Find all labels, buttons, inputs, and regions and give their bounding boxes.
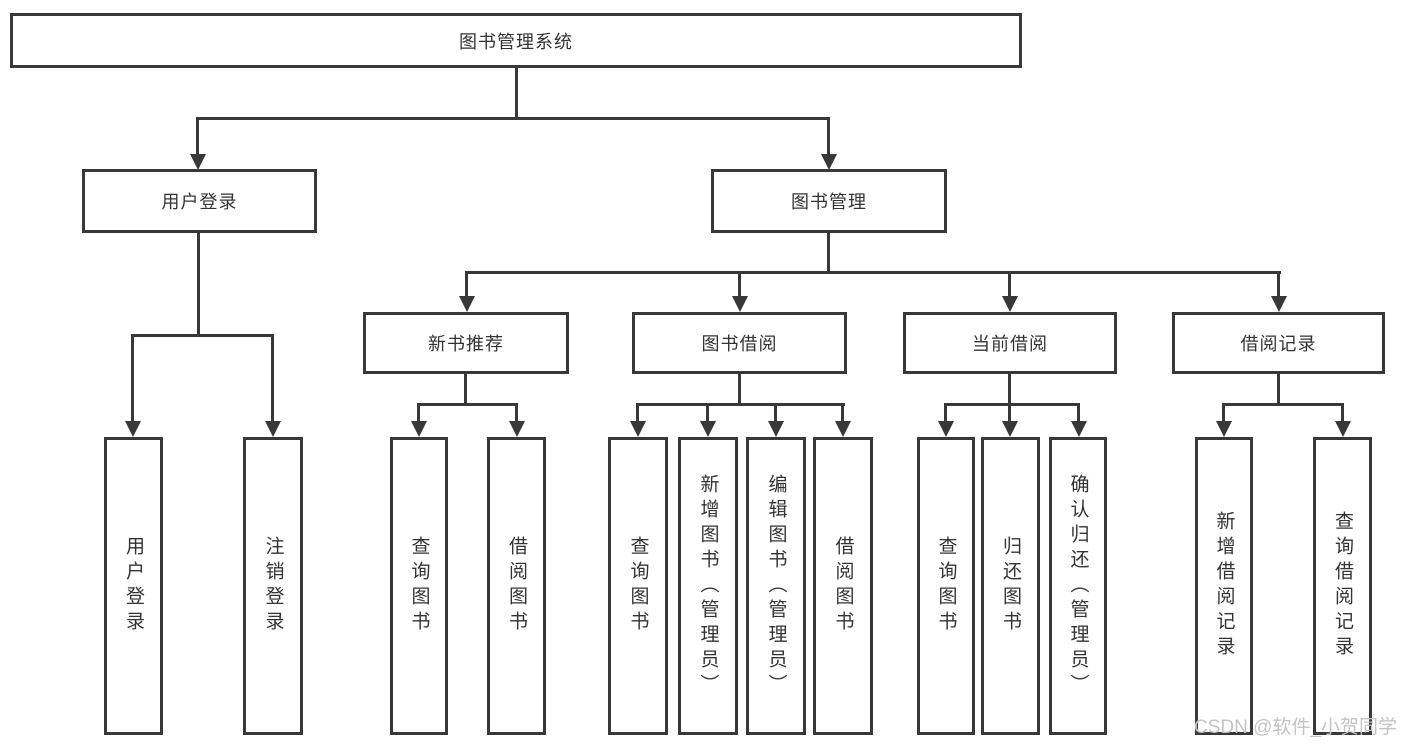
arrowhead-icon [1335, 421, 1351, 437]
leaf-cb-query-books-label: 查询图书 [935, 536, 957, 636]
connector-drop [196, 117, 199, 155]
leaf-cb-return-books: 归还图书 [981, 437, 1040, 735]
connector-rail [944, 403, 1080, 406]
connector-drop [1222, 403, 1225, 421]
connector-rail [636, 403, 845, 406]
arrowhead-icon [1002, 421, 1018, 437]
connector-drop [1008, 403, 1011, 421]
leaf-nbr-borrow-books: 借阅图书 [487, 437, 546, 735]
node-user-login: 用户登录 [82, 169, 317, 233]
arrowhead-icon [459, 296, 475, 312]
connector-rail [196, 117, 830, 120]
arrowhead-icon [125, 421, 141, 437]
connector-drop [738, 271, 741, 296]
leaf-bb-edit-books-admin-label: 编辑图书（管理员） [765, 473, 787, 699]
connector-drop [944, 403, 947, 421]
connector-drop [1277, 271, 1280, 296]
node-book-borrow-label: 图书借阅 [701, 334, 778, 354]
leaf-nbr-query-books-label: 查询图书 [408, 536, 430, 636]
leaf-bb-query-books-label: 查询图书 [627, 536, 649, 636]
leaf-bb-edit-books-admin: 编辑图书（管理员） [746, 437, 806, 735]
leaf-bb-query-books: 查询图书 [608, 437, 668, 735]
arrowhead-icon [732, 296, 748, 312]
leaf-br-add-record: 新增借阅记录 [1195, 437, 1253, 735]
csdn-watermark: CSDN @软件_小贺同学 [1194, 717, 1397, 738]
connector-stem [827, 233, 830, 273]
connector-drop [774, 403, 777, 421]
arrowhead-icon [768, 421, 784, 437]
leaf-logout: 注销登录 [243, 437, 303, 735]
node-current-borrow-label: 当前借阅 [972, 334, 1048, 354]
leaf-br-query-record-label: 查询借阅记录 [1332, 511, 1353, 661]
connector-drop [515, 403, 518, 421]
arrowhead-icon [1002, 296, 1018, 312]
arrowhead-icon [835, 421, 851, 437]
connector-drop [465, 271, 468, 296]
connector-drop [636, 403, 639, 421]
arrowhead-icon [1071, 421, 1087, 437]
connector-drop [841, 403, 844, 421]
connector-drop [131, 334, 134, 421]
connector-drop [271, 334, 274, 421]
connector-stem [738, 374, 741, 405]
leaf-bb-borrow-books-label: 借阅图书 [832, 536, 854, 636]
node-borrow-records: 借阅记录 [1172, 312, 1385, 374]
arrowhead-icon [1271, 296, 1287, 312]
leaf-cb-return-books-label: 归还图书 [1000, 536, 1021, 636]
connector-rail [465, 271, 1281, 274]
arrowhead-icon [630, 421, 646, 437]
leaf-nbr-query-books: 查询图书 [390, 437, 448, 735]
connector-drop [706, 403, 709, 421]
arrowhead-icon [265, 421, 281, 437]
leaf-br-query-record: 查询借阅记录 [1313, 437, 1372, 735]
connector-rail [1222, 403, 1344, 406]
arrowhead-icon [1216, 421, 1232, 437]
node-root: 图书管理系统 [10, 13, 1022, 68]
node-root-label: 图书管理系统 [459, 31, 573, 52]
node-current-borrow: 当前借阅 [903, 312, 1117, 374]
leaf-cb-query-books: 查询图书 [917, 437, 975, 735]
node-borrow-records-label: 借阅记录 [1240, 334, 1317, 354]
connector-rail [417, 403, 518, 406]
connector-drop [1077, 403, 1080, 421]
connector-drop [827, 117, 830, 155]
arrowhead-icon [938, 421, 954, 437]
node-book-mgmt-label: 图书管理 [791, 192, 867, 212]
arrowhead-icon [411, 421, 427, 437]
connector-rail [131, 334, 274, 337]
arrowhead-icon [700, 421, 716, 437]
arrowhead-icon [509, 421, 525, 437]
leaf-logout-label: 注销登录 [262, 536, 284, 636]
leaf-cb-confirm-return-admin-label: 确认归还（管理员） [1067, 473, 1089, 699]
connector-stem [515, 68, 518, 118]
leaf-user-login-label: 用户登录 [123, 536, 144, 636]
leaf-bb-add-books-admin: 新增图书（管理员） [678, 437, 738, 735]
connector-stem [1008, 374, 1011, 405]
leaf-br-add-record-label: 新增借阅记录 [1213, 511, 1235, 661]
node-new-book-rec-label: 新书推荐 [428, 334, 504, 354]
leaf-nbr-borrow-books-label: 借阅图书 [506, 536, 527, 636]
node-user-login-label: 用户登录 [161, 192, 238, 212]
arrowhead-icon [190, 154, 206, 170]
leaf-cb-confirm-return-admin: 确认归还（管理员） [1049, 437, 1107, 735]
node-book-mgmt: 图书管理 [711, 169, 947, 233]
connector-drop [417, 403, 420, 421]
connector-drop [1341, 403, 1344, 421]
leaf-bb-add-books-admin-label: 新增图书（管理员） [697, 473, 719, 699]
connector-drop [1008, 271, 1011, 296]
arrowhead-icon [821, 154, 837, 170]
connector-stem [464, 374, 467, 405]
node-new-book-rec: 新书推荐 [363, 312, 569, 374]
connector-stem [197, 233, 200, 336]
connector-stem [1277, 374, 1280, 405]
leaf-user-login: 用户登录 [104, 437, 163, 735]
node-book-borrow: 图书借阅 [632, 312, 847, 374]
leaf-bb-borrow-books: 借阅图书 [813, 437, 873, 735]
